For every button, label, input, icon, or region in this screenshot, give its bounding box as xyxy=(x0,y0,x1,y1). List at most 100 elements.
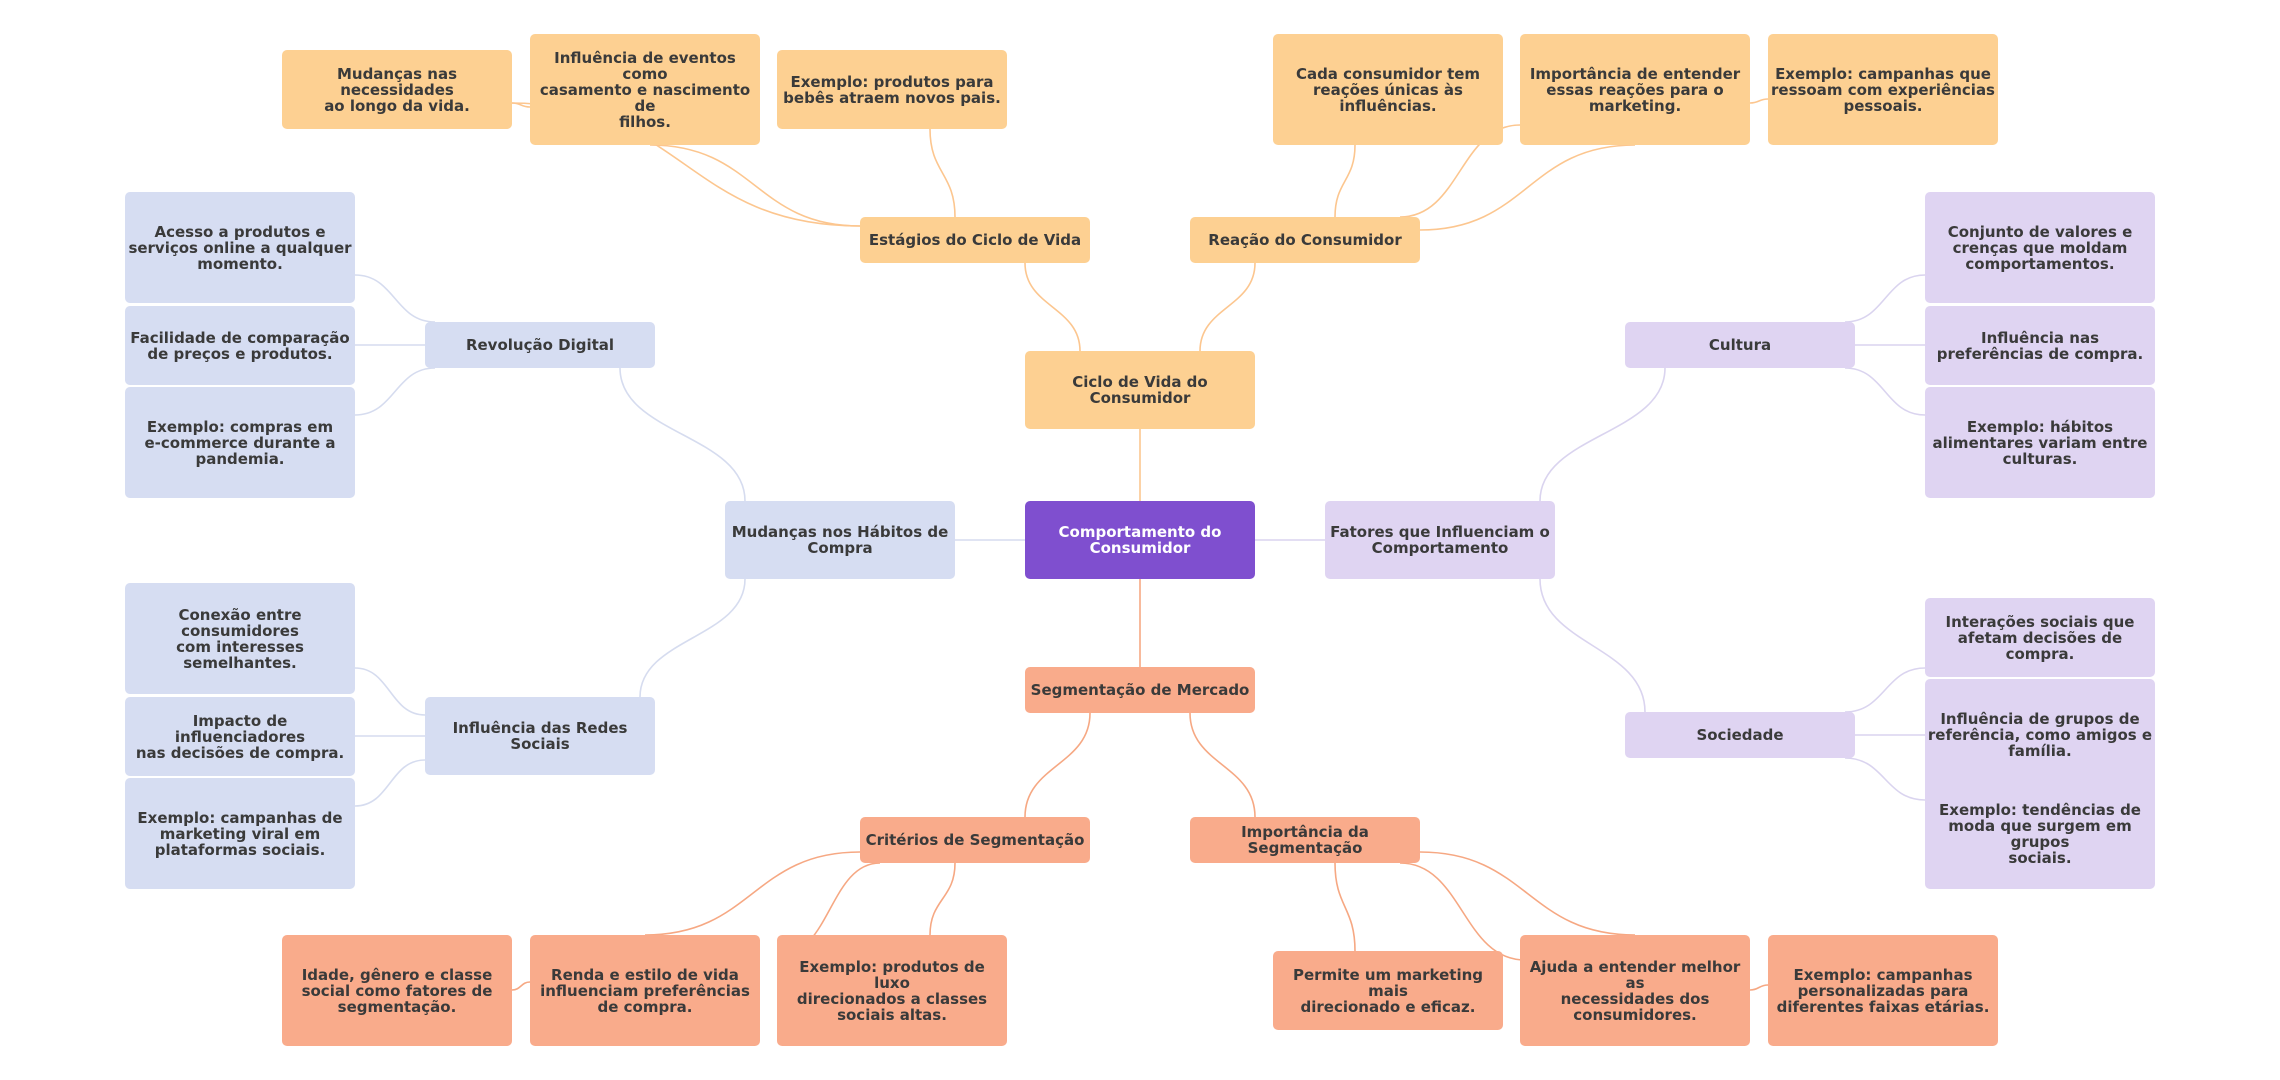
node-label: Fatores que Influenciam o Comportamento xyxy=(1330,523,1550,557)
edge-importancia-leaf1 xyxy=(1334,862,1356,952)
node-ciclo-de-vida[interactable]: Ciclo de Vida do Consumidor xyxy=(1025,351,1255,429)
edge-criterios-leaf1 xyxy=(511,981,531,991)
node-label: Influência das Redes Sociais xyxy=(452,719,628,753)
node-estagios-do-ciclo-de-vida[interactable]: Estágios do Ciclo de Vida xyxy=(860,217,1090,263)
edge-estagios-leaf1 xyxy=(511,102,531,108)
node-label: Exemplo: campanhas de marketing viral em… xyxy=(137,808,343,859)
node-revolucao-leaf-3[interactable]: Exemplo: compras em e-commerce durante a… xyxy=(125,387,355,498)
node-label: Interações sociais que afetam decisões d… xyxy=(1945,612,2135,663)
node-importancia-leaf-1[interactable]: Permite um marketing mais direcionado e … xyxy=(1273,951,1503,1030)
node-criterios-leaf-3[interactable]: Exemplo: produtos de luxo direcionados a… xyxy=(777,935,1007,1046)
node-label: Exemplo: tendências de moda que surgem e… xyxy=(1939,800,2141,867)
node-label: Exemplo: campanhas personalizadas para d… xyxy=(1776,965,1990,1016)
node-criterios-leaf-1[interactable]: Idade, gênero e classe social como fator… xyxy=(282,935,512,1046)
node-label: Renda e estilo de vida influenciam prefe… xyxy=(540,965,750,1016)
node-sociedade-leaf-3[interactable]: Exemplo: tendências de moda que surgem e… xyxy=(1925,778,2155,889)
node-criterios-leaf-2[interactable]: Renda e estilo de vida influenciam prefe… xyxy=(530,935,760,1046)
node-label: Conjunto de valores e crenças que moldam… xyxy=(1947,222,2133,273)
edge-criterios-leaf3 xyxy=(929,862,956,936)
node-reacao-leaf-1[interactable]: Cada consumidor tem reações únicas às in… xyxy=(1273,34,1503,145)
node-label: Facilidade de comparação de preços e pro… xyxy=(130,328,350,363)
node-revolucao-digital[interactable]: Revolução Digital xyxy=(425,322,655,368)
node-cultura-leaf-1[interactable]: Conjunto de valores e crenças que moldam… xyxy=(1925,192,2155,303)
edge-fatores-cultura xyxy=(1539,367,1666,502)
node-sociedade-leaf-2[interactable]: Influência de grupos de referência, como… xyxy=(1925,679,2155,790)
node-label: Sociedade xyxy=(1696,726,1784,744)
edge-mudancas-revolucao xyxy=(619,367,746,502)
edge-segmentacao-importancia xyxy=(1189,712,1256,818)
node-cultura-leaf-2[interactable]: Influência nas preferências de compra. xyxy=(1925,306,2155,385)
node-redes-leaf-3[interactable]: Exemplo: campanhas de marketing viral em… xyxy=(125,778,355,889)
edge-cultura-leaf3 xyxy=(1844,367,1926,416)
node-label: Critérios de Segmentação xyxy=(865,831,1085,849)
edge-reacao-leaf3 xyxy=(1749,98,1769,104)
node-label: Comportamento do Consumidor xyxy=(1058,523,1222,557)
node-label: Idade, gênero e classe social como fator… xyxy=(301,965,493,1016)
node-estagios-leaf-3[interactable]: Exemplo: produtos para bebês atraem novo… xyxy=(777,50,1007,129)
node-label: Conexão entre consumidores com interesse… xyxy=(176,605,304,672)
edge-importancia-leaf2 xyxy=(1399,862,1526,961)
node-reacao-leaf-2[interactable]: Importância de entender essas reações pa… xyxy=(1520,34,1750,145)
node-cultura-leaf-3[interactable]: Exemplo: hábitos alimentares variam entr… xyxy=(1925,387,2155,498)
edge-estagios-leaf2-b xyxy=(649,144,861,227)
edge-estagios-leaf3 xyxy=(929,128,956,218)
edge-mudancas-redes xyxy=(639,578,746,698)
node-label: Ajuda a entender melhor as necessidades … xyxy=(1529,957,1741,1024)
node-label: Acesso a produtos e serviços online a qu… xyxy=(128,222,352,273)
node-label: Exemplo: produtos para bebês atraem novo… xyxy=(783,72,1001,107)
node-revolucao-leaf-2[interactable]: Facilidade de comparação de preços e pro… xyxy=(125,306,355,385)
node-importancia-da-segmentacao[interactable]: Importância da Segmentação xyxy=(1190,817,1420,863)
node-label: Mudanças nas necessidades ao longo da vi… xyxy=(324,64,470,115)
edge-revolucao-leaf3 xyxy=(354,367,436,416)
edge-redes-leaf3 xyxy=(354,759,426,807)
node-fatores-que-influenciam[interactable]: Fatores que Influenciam o Comportamento xyxy=(1325,501,1555,579)
node-label: Exemplo: produtos de luxo direcionados a… xyxy=(796,957,988,1024)
node-sociedade[interactable]: Sociedade xyxy=(1625,712,1855,758)
node-estagios-leaf-2[interactable]: Influência de eventos como casamento e n… xyxy=(530,34,760,145)
node-criterios-de-segmentacao[interactable]: Critérios de Segmentação xyxy=(860,817,1090,863)
edge-importancia-leaf3 xyxy=(1419,851,1636,936)
node-estagios-leaf-1[interactable]: Mudanças nas necessidades ao longo da vi… xyxy=(282,50,512,129)
node-cultura[interactable]: Cultura xyxy=(1625,322,1855,368)
edge-cultura-leaf1 xyxy=(1844,274,1926,323)
edge-reacao-leaf1 xyxy=(1334,144,1356,218)
edge-fatores-sociedade xyxy=(1539,578,1646,713)
edge-ciclo-reacao xyxy=(1199,262,1256,352)
edge-importancia-leaf3-b xyxy=(1749,984,1769,991)
edge-revolucao-leaf1 xyxy=(354,274,436,323)
node-influencia-das-redes[interactable]: Influência das Redes Sociais xyxy=(425,697,655,775)
edge-criterios-leaf2 xyxy=(644,851,861,936)
node-mudancas-nos-habitos[interactable]: Mudanças nos Hábitos de Compra xyxy=(725,501,955,579)
node-comportamento-do-consumidor[interactable]: Comportamento do Consumidor xyxy=(1025,501,1255,579)
node-revolucao-leaf-1[interactable]: Acesso a produtos e serviços online a qu… xyxy=(125,192,355,303)
node-label: Exemplo: campanhas que ressoam com exper… xyxy=(1771,64,1995,115)
edge-reacao-leaf2-b xyxy=(1419,144,1636,231)
node-label: Importância da Segmentação xyxy=(1241,823,1369,857)
node-redes-leaf-1[interactable]: Conexão entre consumidores com interesse… xyxy=(125,583,355,694)
node-label: Influência de eventos como casamento e n… xyxy=(539,48,751,131)
node-label: Reação do Consumidor xyxy=(1208,231,1402,249)
node-label: Permite um marketing mais direcionado e … xyxy=(1292,965,1484,1016)
node-label: Importância de entender essas reações pa… xyxy=(1529,64,1741,115)
node-label: Mudanças nos Hábitos de Compra xyxy=(731,523,949,557)
node-label: Estágios do Ciclo de Vida xyxy=(868,231,1082,249)
node-label: Revolução Digital xyxy=(465,336,615,354)
node-importancia-leaf-2[interactable]: Ajuda a entender melhor as necessidades … xyxy=(1520,935,1750,1046)
node-label: Influência nas preferências de compra. xyxy=(1936,328,2144,363)
node-redes-leaf-2[interactable]: Impacto de influenciadores nas decisões … xyxy=(125,697,355,776)
node-label: Cada consumidor tem reações únicas às in… xyxy=(1295,64,1481,115)
node-label: Influência de grupos de referência, como… xyxy=(1927,709,2153,760)
edge-redes-leaf1 xyxy=(354,667,426,716)
edge-sociedade-leaf1 xyxy=(1844,667,1926,713)
node-label: Impacto de influenciadores nas decisões … xyxy=(135,711,345,762)
node-importancia-leaf-3[interactable]: Exemplo: campanhas personalizadas para d… xyxy=(1768,935,1998,1046)
node-segmentacao-de-mercado[interactable]: Segmentação de Mercado xyxy=(1025,667,1255,713)
node-label: Segmentação de Mercado xyxy=(1030,681,1250,699)
node-reacao-do-consumidor[interactable]: Reação do Consumidor xyxy=(1190,217,1420,263)
node-label: Cultura xyxy=(1708,336,1772,354)
node-sociedade-leaf-1[interactable]: Interações sociais que afetam decisões d… xyxy=(1925,598,2155,677)
edge-ciclo-estagios xyxy=(1024,262,1081,352)
node-reacao-leaf-3[interactable]: Exemplo: campanhas que ressoam com exper… xyxy=(1768,34,1998,145)
